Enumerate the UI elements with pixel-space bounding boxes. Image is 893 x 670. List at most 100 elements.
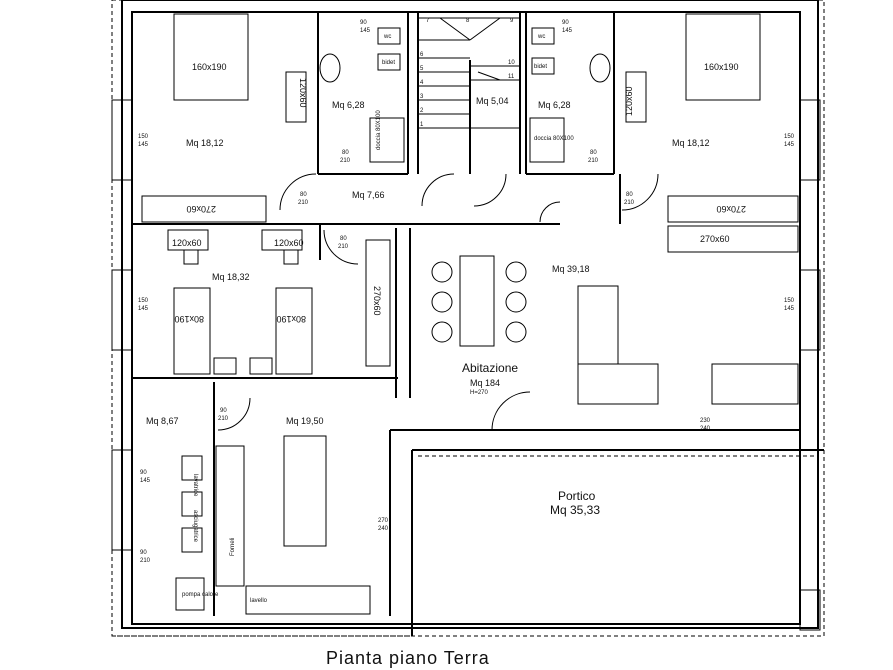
plan-caption: Pianta piano Terra bbox=[326, 648, 490, 668]
portico-area: Mq 35,33 bbox=[550, 503, 600, 517]
desk-b-label: 120x60 bbox=[274, 238, 304, 248]
lavatrice-label: lavatrice bbox=[192, 474, 198, 497]
bath-left-area: Mq 6,28 bbox=[332, 100, 365, 110]
doors bbox=[217, 173, 688, 431]
svg-text:2: 2 bbox=[420, 108, 424, 114]
svg-text:4: 4 bbox=[420, 80, 424, 86]
bedroom-right-area: Mq 18,12 bbox=[672, 138, 710, 148]
abitazione-area: Mq 184 bbox=[470, 378, 500, 388]
bedroom-twin-area: Mq 18,32 bbox=[212, 272, 250, 282]
svg-text:80: 80 bbox=[342, 150, 349, 156]
oven-label: lavello bbox=[250, 598, 268, 604]
svg-text:210: 210 bbox=[140, 558, 151, 564]
wardrobe-right-outer-label: 270x60 bbox=[700, 234, 730, 244]
desk-b bbox=[261, 229, 303, 251]
dining-table bbox=[459, 255, 495, 347]
svg-text:9: 9 bbox=[510, 18, 514, 24]
kitchen-island bbox=[283, 435, 327, 547]
twin-bed-b bbox=[275, 287, 313, 375]
wardrobe-left-side-label: 120x60 bbox=[298, 78, 308, 108]
sofa-right bbox=[711, 363, 799, 405]
svg-text:90: 90 bbox=[140, 550, 147, 556]
utility-area: Mq 8,67 bbox=[146, 416, 179, 426]
svg-text:210: 210 bbox=[340, 158, 351, 164]
svg-text:8: 8 bbox=[466, 18, 470, 24]
svg-text:90: 90 bbox=[562, 20, 569, 26]
bidet-right-label: bidet bbox=[534, 64, 547, 70]
svg-text:80: 80 bbox=[626, 192, 633, 198]
bath-right-area: Mq 6,28 bbox=[538, 100, 571, 110]
dimension-labels: 150 145 150 145 150 145 150 145 80 210 8… bbox=[138, 18, 795, 564]
interior-walls bbox=[132, 12, 800, 616]
corridor-area: Mq 7,66 bbox=[352, 190, 385, 200]
wardrobe-right-side-label: 120x60 bbox=[624, 86, 634, 116]
twin-bed-a bbox=[173, 287, 211, 375]
svg-text:150: 150 bbox=[784, 134, 795, 140]
bed-right bbox=[685, 13, 761, 101]
svg-text:11: 11 bbox=[508, 74, 515, 80]
wc-left-label: wc bbox=[383, 34, 391, 40]
furniture bbox=[141, 13, 799, 615]
svg-text:145: 145 bbox=[784, 306, 795, 312]
desk-a-label: 120x60 bbox=[172, 238, 202, 248]
svg-text:150: 150 bbox=[138, 298, 149, 304]
bidet-left-label: bidet bbox=[382, 60, 395, 66]
wc-right-label: wc bbox=[537, 34, 545, 40]
wardrobe-right-bottom bbox=[667, 195, 799, 223]
svg-text:90: 90 bbox=[360, 20, 367, 26]
svg-text:3: 3 bbox=[420, 94, 424, 100]
living-area: Mq 39,18 bbox=[552, 264, 590, 274]
svg-text:10: 10 bbox=[508, 60, 515, 66]
svg-text:145: 145 bbox=[784, 142, 795, 148]
svg-text:210: 210 bbox=[338, 244, 349, 250]
svg-text:150: 150 bbox=[784, 298, 795, 304]
svg-text:5: 5 bbox=[420, 66, 424, 72]
room-labels: Mq 18,12 Mq 18,12 Mq 6,28 Mq 6,28 Mq 5,0… bbox=[146, 96, 710, 517]
svg-text:80: 80 bbox=[590, 150, 597, 156]
windows bbox=[111, 99, 821, 631]
svg-text:210: 210 bbox=[298, 200, 309, 206]
svg-text:240: 240 bbox=[700, 426, 711, 432]
svg-text:6: 6 bbox=[420, 52, 424, 58]
shower-left-label: doccia 80X100 bbox=[376, 110, 382, 150]
svg-text:210: 210 bbox=[624, 200, 635, 206]
stairs-area: Mq 5,04 bbox=[476, 96, 509, 106]
kitchen-area: Mq 19,50 bbox=[286, 416, 324, 426]
wardrobe-right-outer bbox=[667, 225, 799, 253]
svg-text:80: 80 bbox=[340, 236, 347, 242]
furniture-labels: 160x190 160x190 120x60 120x60 270x60 270… bbox=[172, 34, 746, 604]
bedroom-left-area: Mq 18,12 bbox=[186, 138, 224, 148]
asciuga-label: asciugatrice bbox=[192, 510, 198, 543]
bed-left bbox=[173, 13, 249, 101]
svg-text:240: 240 bbox=[378, 526, 389, 532]
svg-text:145: 145 bbox=[138, 142, 149, 148]
wardrobe-right-side bbox=[625, 71, 647, 123]
wardrobe-left-bottom-label: 270x60 bbox=[186, 204, 216, 214]
wardrobe-left-side bbox=[285, 71, 307, 123]
svg-text:145: 145 bbox=[360, 28, 371, 34]
svg-text:270: 270 bbox=[378, 518, 389, 524]
portico-title: Portico bbox=[558, 489, 596, 503]
svg-text:90: 90 bbox=[220, 408, 227, 414]
bed-left-label: 160x190 bbox=[192, 62, 227, 72]
forno-label: Forneli bbox=[230, 538, 236, 556]
wardrobe-right-bottom-label: 270x60 bbox=[716, 204, 746, 214]
wardrobe-corridor bbox=[365, 239, 391, 367]
svg-text:80: 80 bbox=[300, 192, 307, 198]
svg-text:145: 145 bbox=[138, 306, 149, 312]
staircase bbox=[417, 17, 521, 129]
bed-right-label: 160x190 bbox=[704, 62, 739, 72]
svg-text:210: 210 bbox=[588, 158, 599, 164]
twin-bed-b-label: 80x190 bbox=[276, 314, 306, 324]
wardrobe-corridor-label: 270x60 bbox=[372, 286, 382, 316]
svg-text:145: 145 bbox=[562, 28, 573, 34]
svg-text:7: 7 bbox=[426, 18, 430, 24]
svg-text:230: 230 bbox=[700, 418, 711, 424]
svg-text:210: 210 bbox=[218, 416, 229, 422]
twin-bed-a-label: 80x190 bbox=[174, 314, 204, 324]
svg-text:1: 1 bbox=[420, 122, 424, 128]
svg-text:150: 150 bbox=[138, 134, 149, 140]
abitazione-title: Abitazione bbox=[462, 361, 518, 375]
svg-text:90: 90 bbox=[140, 470, 147, 476]
